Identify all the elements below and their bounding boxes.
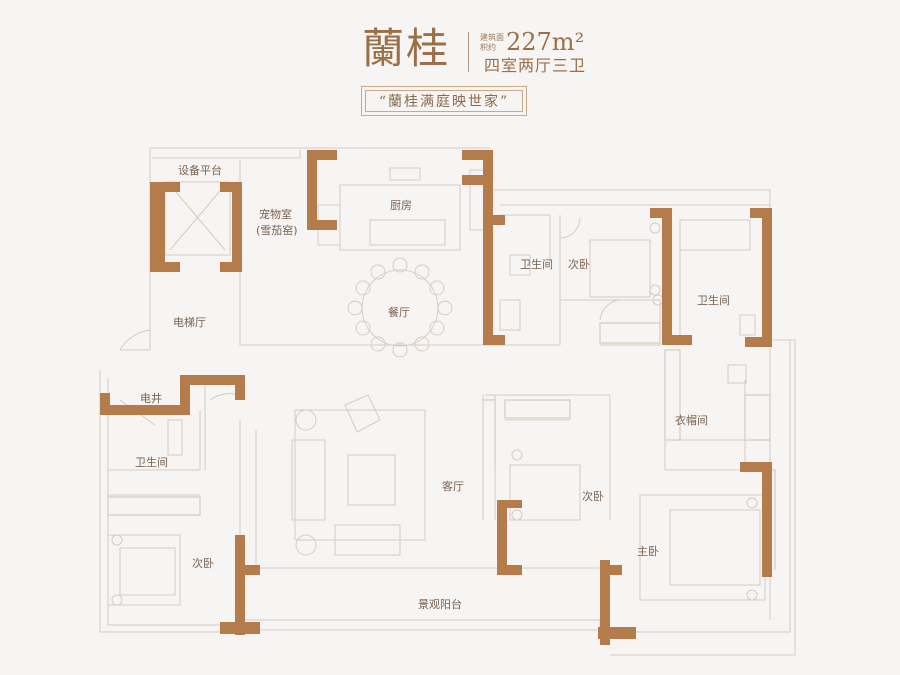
room-label-elevator-hall: 电梯厅	[173, 316, 206, 329]
room-label-equipment: 设备平台	[178, 164, 222, 177]
room-label-living: 客厅	[442, 480, 464, 493]
slogan-text: “蘭桂满庭映世家”	[378, 94, 510, 110]
hatched-bands	[107, 322, 776, 570]
layout-description: 四室两厅三卫	[484, 56, 587, 75]
room-label-balcony: 景观阳台	[418, 598, 462, 611]
room-label-bath-2: 卫生间	[697, 294, 730, 307]
title-divider	[468, 32, 469, 72]
plan-title: 蘭桂	[362, 24, 451, 73]
room-label-master-bed: 主卧	[637, 545, 659, 558]
room-label-second-bed-1: 次卧	[568, 258, 590, 271]
room-label-dining: 餐厅	[388, 306, 410, 319]
slogan-box: “蘭桂满庭映世家”	[361, 86, 527, 116]
room-label-second-bed-2: 次卧	[582, 490, 604, 503]
room-label-cloakroom: 衣帽间	[675, 414, 708, 427]
room-label-kitchen: 厨房	[390, 199, 412, 212]
structural-walls	[100, 150, 772, 645]
area-value: 227m²	[506, 28, 585, 56]
room-label-cigar-room: (雪茄窑)	[256, 224, 298, 237]
room-label-electric-well: 电井	[140, 392, 162, 405]
room-label-bath-3: 卫生间	[135, 456, 168, 469]
slogan-inner-frame	[365, 90, 523, 112]
area-label: 建筑面积约	[480, 33, 504, 52]
room-label-second-bed-3: 次卧	[192, 557, 214, 570]
thin-walls	[99, 147, 796, 656]
room-label-pet-room: 宠物室	[259, 208, 292, 221]
room-label-bath-1: 卫生间	[520, 258, 553, 271]
